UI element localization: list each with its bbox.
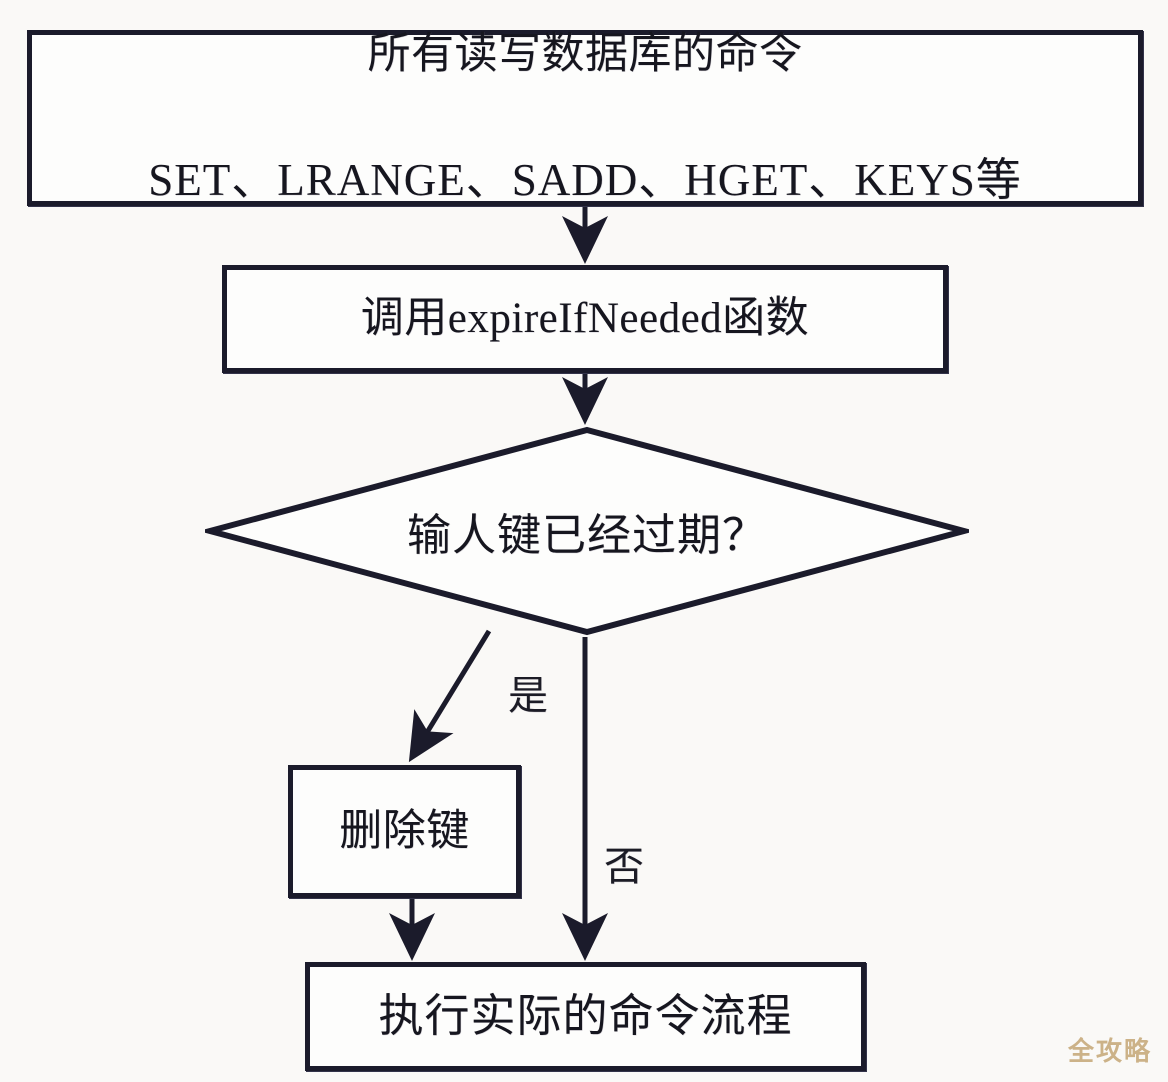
- node-all-commands-line2: SET、LRANGE、SADD、HGET、KEYS等: [148, 154, 1022, 205]
- node-call-expireifneeded-label: 调用expireIfNeeded函数: [360, 295, 810, 343]
- edge-label-yes: 是: [508, 673, 548, 718]
- diamond-shape: [205, 426, 969, 636]
- node-all-commands-text: 所有读写数据库的命令 SET、LRANGE、SADD、HGET、KEYS等: [148, 0, 1022, 276]
- node-execute-command-flow[interactable]: 执行实际的命令流程: [305, 962, 866, 1071]
- node-decision-key-expired-label: 输人键已经过期？: [407, 511, 767, 560]
- node-all-commands-line1: 所有读写数据库的命令: [367, 30, 803, 78]
- edge-label-no: 否: [604, 844, 644, 889]
- node-decision-key-expired[interactable]: 输人键已经过期？: [205, 425, 969, 637]
- node-call-expireifneeded[interactable]: 调用expireIfNeeded函数: [222, 265, 948, 373]
- node-all-commands[interactable]: 所有读写数据库的命令 SET、LRANGE、SADD、HGET、KEYS等: [27, 30, 1143, 206]
- node-delete-key[interactable]: 删除键: [288, 765, 521, 898]
- node-delete-key-label: 删除键: [339, 807, 470, 855]
- node-execute-command-flow-label: 执行实际的命令流程: [378, 990, 793, 1041]
- watermark-text: 全攻略: [1067, 1036, 1152, 1066]
- edge-decision-yes-to-delete: [408, 629, 492, 763]
